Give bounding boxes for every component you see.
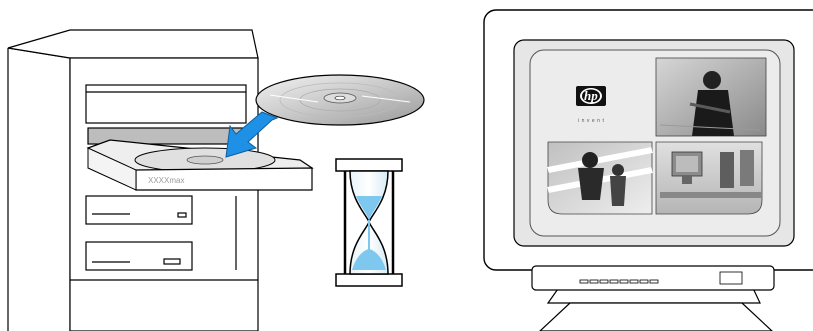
hp-logo: hp invent <box>576 86 606 124</box>
cd-tray: XXXXmax <box>86 139 314 191</box>
logo-text: hp <box>584 88 598 103</box>
photo-office <box>655 141 763 215</box>
photo-violinist <box>655 57 767 137</box>
tower-computer-icon <box>7 29 259 331</box>
drive-label: XXXXmax <box>148 176 184 185</box>
hourglass-icon <box>335 158 403 287</box>
insert-arrow-icon <box>225 111 279 158</box>
photo-street <box>547 141 653 215</box>
monitor-screen-content: hp invent <box>547 57 767 215</box>
cd-disc-icon <box>255 74 425 126</box>
monitor-control-buttons <box>579 271 743 285</box>
logo-tagline: invent <box>578 118 606 124</box>
